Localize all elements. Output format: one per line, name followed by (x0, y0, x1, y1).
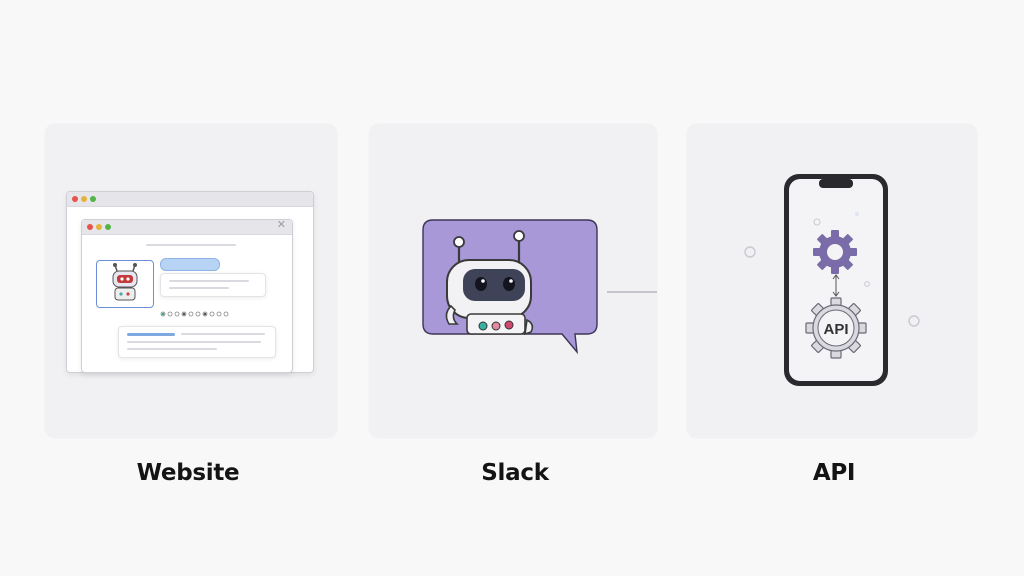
close-dot-icon (87, 224, 93, 230)
minimize-dot-icon (81, 196, 87, 202)
chatbot-avatar (96, 260, 154, 308)
message-input-card[interactable] (118, 326, 276, 358)
chat-message-card (160, 273, 266, 297)
close-dot-icon (72, 196, 78, 202)
typing-indicator (160, 303, 240, 317)
website-label: Website (136, 460, 240, 486)
front-window-titlebar: ✕ (82, 218, 292, 235)
api-illustration: API (744, 174, 920, 386)
robot-icon (112, 263, 138, 301)
api-panel[interactable]: API (687, 124, 977, 438)
maximize-dot-icon (90, 196, 96, 202)
slack-panel[interactable] (369, 124, 657, 438)
slack-label: Slack (481, 460, 549, 486)
api-label: API (812, 460, 856, 486)
back-window-titlebar (67, 192, 313, 207)
header-line (146, 244, 236, 246)
slack-bot-illustration (422, 219, 657, 355)
chat-message-blue (160, 258, 220, 271)
robot-icon (445, 230, 534, 336)
front-browser-window: ✕ (81, 218, 293, 373)
phone-notch (819, 179, 853, 188)
gear-icon (813, 230, 857, 274)
minimize-dot-icon (96, 224, 102, 230)
window-close-icon[interactable]: ✕ (276, 218, 286, 231)
api-badge-label: API (823, 321, 848, 338)
website-panel[interactable]: ✕ (45, 124, 337, 438)
api-gear-icon (805, 297, 867, 359)
maximize-dot-icon (105, 224, 111, 230)
